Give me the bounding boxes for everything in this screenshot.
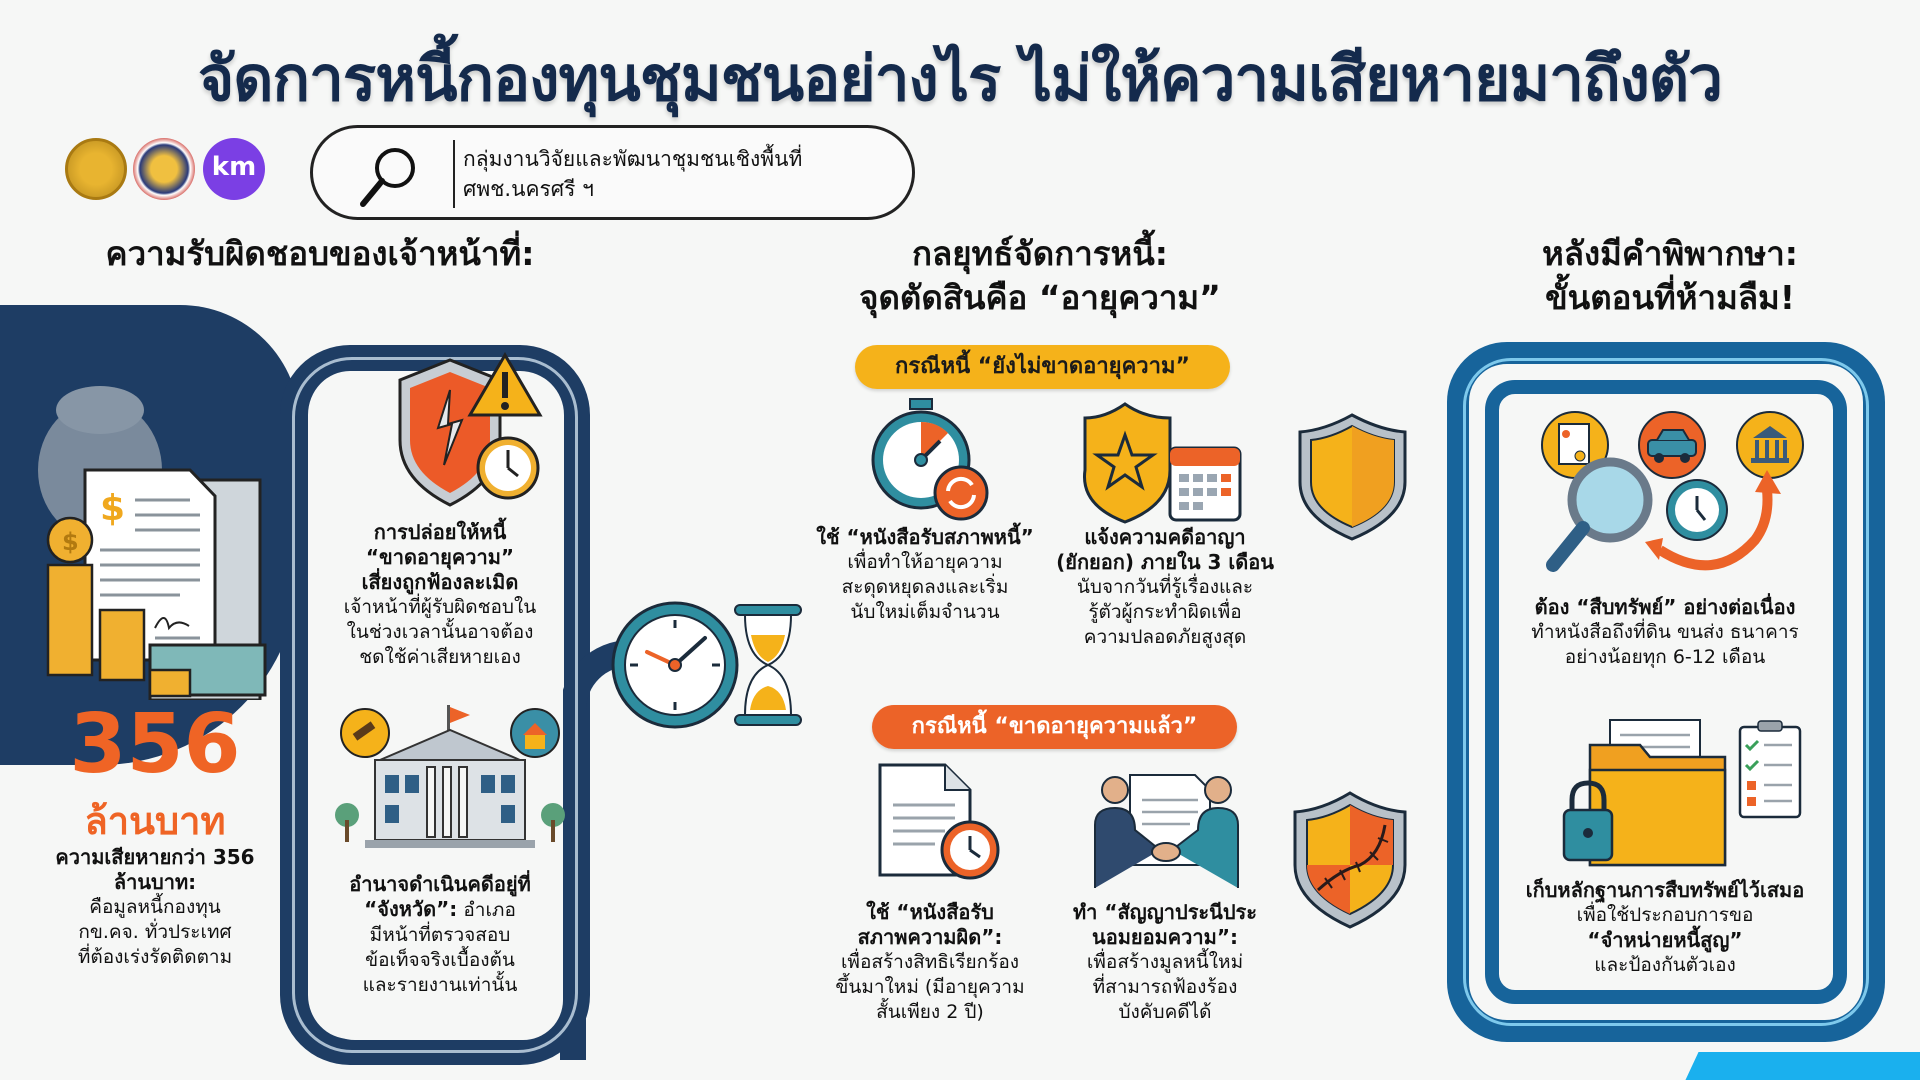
right-item-1-title: ต้อง “สืบทรัพย์” อย่างต่อเนื่อง bbox=[1534, 595, 1796, 619]
stat-desc-line: ที่ต้องเร่งรัดติดตาม bbox=[77, 946, 233, 968]
left-item-1-desc: ในช่วงเวลานั้นอาจต้อง bbox=[346, 621, 534, 643]
left-item-1-desc: เจ้าหน้าที่ผู้รับผิดชอบใน bbox=[343, 596, 537, 618]
case1-item2-title: (ยักยอก) ภายใน 3 เดือน bbox=[1056, 550, 1274, 574]
case2-item2-text: ทำ “สัญญาประนีประ นอมยอมความ”: เพื่อสร้า… bbox=[1045, 900, 1285, 1025]
decorative-stripe bbox=[1685, 1052, 1920, 1080]
right-item-1-text: ต้อง “สืบทรัพย์” อย่างต่อเนื่อง ทำหนังสื… bbox=[1480, 595, 1850, 670]
case2-item2-desc: บังคับคดีได้ bbox=[1118, 1001, 1212, 1023]
right-item-2-desc-tail: และป้องกันตัวเอง bbox=[1594, 954, 1736, 976]
case1-item2-desc: ความปลอดภัยสูงสุด bbox=[1083, 626, 1247, 648]
navy-track-highlight bbox=[292, 357, 578, 1053]
case2-item1-desc: สั้นเพียง 2 ปี) bbox=[876, 1001, 984, 1023]
svg-text:$: $ bbox=[62, 528, 79, 556]
right-panel-inner bbox=[1485, 380, 1847, 1004]
left-item-2-title: อำนาจดำเนินคดีอยู่ที่ bbox=[349, 872, 531, 896]
left-item-1-title: การปล่อยให้หนี้ bbox=[373, 520, 507, 544]
stopwatch-refresh-icon bbox=[866, 395, 996, 525]
asset-search-cycle-icon bbox=[1535, 410, 1805, 590]
case1-item1-text: ใช้ “หนังสือรับสภาพหนี้” เพื่อทำให้อายุค… bbox=[800, 525, 1050, 625]
source-line-2: ศพช.นครศรี ฯ bbox=[463, 177, 594, 201]
case2-item2-title: นอมยอมความ”: bbox=[1092, 925, 1238, 949]
case1-item2-title: แจ้งความคดีอาญา bbox=[1084, 525, 1246, 549]
handshake-contract-icon bbox=[1090, 770, 1240, 890]
clock-hourglass-icon bbox=[605, 590, 805, 740]
case2-item2-title: ทำ “สัญญาประนีประ bbox=[1072, 900, 1258, 924]
left-item-1-title: “ขาดอายุความ” bbox=[365, 545, 515, 569]
case2-item1-title: สภาพความผิด”: bbox=[857, 925, 1003, 949]
case1-item2-text: แจ้งความคดีอาญา (ยักยอก) ภายใน 3 เดือน น… bbox=[1040, 525, 1290, 650]
middle-heading-line-2: จุดตัดสินคือ “อายุความ” bbox=[859, 278, 1221, 317]
left-item-2-desc: และรายงานเท่านั้น bbox=[362, 974, 518, 996]
source-line-1: กลุ่มงานวิจัยและพัฒนาชุมชนเชิงพื้นที่ bbox=[463, 147, 803, 171]
case1-item2-desc: นับจากวันที่รู้เรื่องและ bbox=[1076, 576, 1254, 598]
logo-km: km bbox=[203, 138, 265, 200]
right-heading-line-1: หลังมีคำพิพากษา: bbox=[1542, 234, 1798, 273]
search-icon bbox=[355, 142, 423, 210]
case1-item1-desc: เพื่อทำให้อายุความ bbox=[847, 551, 1003, 573]
case-expired-label: กรณีหนี้ “ขาดอายุความแล้ว” bbox=[872, 705, 1237, 749]
left-item-2-desc: มีหน้าที่ตรวจสอบ bbox=[369, 924, 511, 946]
stat-description: ความเสียหายกว่า 356 ล้านบาท: คือมูลหนี้ก… bbox=[40, 845, 270, 970]
svg-text:$: $ bbox=[100, 488, 125, 529]
left-item-1-desc: ชดใช้ค่าเสียหายเอง bbox=[359, 646, 521, 668]
divider bbox=[453, 140, 455, 208]
patched-shield-icon bbox=[1290, 790, 1410, 930]
source-text: กลุ่มงานวิจัยและพัฒนาชุมชนเชิงพื้นที่ ศพ… bbox=[463, 144, 802, 204]
government-building-icon bbox=[335, 705, 565, 855]
case-not-expired-label: กรณีหนี้ “ยังไม่ขาดอายุความ” bbox=[855, 345, 1230, 389]
case2-item2-desc: เพื่อสร้างมูลหนี้ใหม่ bbox=[1086, 951, 1244, 973]
stat-number: 356 bbox=[69, 697, 241, 792]
stat-title: ความเสียหายกว่า 356 ล้านบาท: bbox=[55, 845, 255, 894]
case1-item1-title: ใช้ “หนังสือรับสภาพหนี้” bbox=[816, 525, 1034, 549]
middle-heading: กลยุทธ์จัดการหนี้: จุดตัดสินคือ “อายุควา… bbox=[780, 232, 1300, 320]
case2-item1-desc: เพื่อสร้างสิทธิเรียกร้อง bbox=[840, 951, 1020, 973]
right-item-2-text: เก็บหลักฐานการสืบทรัพย์ไว้เสมอ เพื่อใช้ป… bbox=[1480, 878, 1850, 978]
left-item-2-text: อำนาจดำเนินคดีอยู่ที่ “จังหวัด”: อำเภอ ม… bbox=[320, 872, 560, 998]
left-heading: ความรับผิดชอบของเจ้าหน้าที่: bbox=[105, 234, 535, 273]
right-item-2-desc-bold: “จำหน่ายหนี้สูญ” bbox=[1587, 928, 1743, 952]
police-badge-calendar-icon bbox=[1075, 400, 1245, 525]
right-heading-line-2: ขั้นตอนที่ห้ามลืม! bbox=[1545, 278, 1795, 317]
page-title: จัดการหนี้กองทุนชุมชนอย่างไร ไม่ให้ความเ… bbox=[197, 42, 1723, 115]
evidence-folder-lock-icon bbox=[1560, 715, 1810, 870]
left-item-2-title-suffix: อำเภอ bbox=[463, 899, 516, 921]
case2-item1-text: ใช้ “หนังสือรับ สภาพความผิด”: เพื่อสร้าง… bbox=[810, 900, 1050, 1025]
left-item-1-text: การปล่อยให้หนี้ “ขาดอายุความ” เสี่ยงถูกฟ… bbox=[320, 520, 560, 670]
stat-desc-line: กข.คจ. ทั่วประเทศ bbox=[78, 921, 232, 943]
case1-item2-desc: รู้ตัวผู้กระทำผิดเพื่อ bbox=[1088, 601, 1242, 623]
stat-desc-line: คือมูลหนี้กองทุน bbox=[89, 896, 221, 918]
right-heading: หลังมีคำพิพากษา: ขั้นตอนที่ห้ามลืม! bbox=[1460, 232, 1880, 320]
logo-department-seal bbox=[65, 138, 127, 200]
left-item-1-title: เสี่ยงถูกฟ้องละเมิด bbox=[361, 570, 519, 594]
middle-heading-line-1: กลยุทธ์จัดการหนี้: bbox=[912, 234, 1168, 273]
broken-shield-warning-clock-icon bbox=[390, 350, 560, 510]
case2-item1-desc: ขึ้นมาใหม่ (มีอายุความ bbox=[835, 976, 1025, 998]
left-item-2-title: “จังหวัด”: bbox=[364, 897, 458, 921]
source-box: กลุ่มงานวิจัยและพัฒนาชุมชนเชิงพื้นที่ ศพ… bbox=[310, 125, 915, 220]
logo-community-development bbox=[133, 138, 195, 200]
case1-item1-desc: นับใหม่เต็มจำนวน bbox=[850, 601, 1000, 623]
case1-item1-desc: สะดุดหยุดลงและเริ่ม bbox=[841, 576, 1009, 598]
document-clock-icon bbox=[875, 760, 1005, 885]
intact-shield-icon bbox=[1295, 412, 1410, 542]
right-item-2-title: เก็บหลักฐานการสืบทรัพย์ไว้เสมอ bbox=[1525, 878, 1805, 902]
right-item-1-desc: ทำหนังสือถึงที่ดิน ขนส่ง ธนาคาร bbox=[1531, 621, 1799, 643]
stat-unit: ล้านบาท bbox=[84, 799, 226, 843]
case2-item1-title: ใช้ “หนังสือรับ bbox=[866, 900, 994, 924]
right-item-1-desc: อย่างน้อยทุก 6-12 เดือน bbox=[1564, 646, 1766, 668]
right-item-2-desc: เพื่อใช้ประกอบการขอ bbox=[1576, 904, 1754, 926]
right-panel-highlight bbox=[1463, 358, 1869, 1026]
left-item-2-desc: ข้อเท็จจริงเบื้องต้น bbox=[365, 949, 515, 971]
money-documents-icon: $ $ bbox=[30, 370, 270, 700]
case2-item2-desc: ที่สามารถฟ้องร้อง bbox=[1092, 976, 1238, 998]
